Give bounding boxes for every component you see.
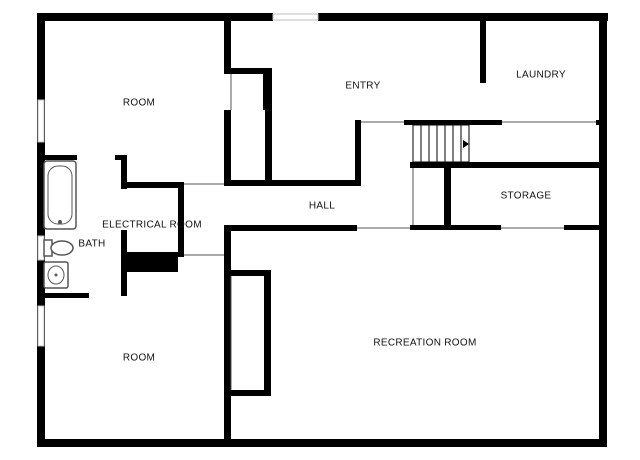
label-electrical-room: ELECTRICAL ROOM [102,219,202,231]
label-room-lower: ROOM [122,352,156,364]
sink-icon [43,261,69,289]
label-entry: ENTRY [345,80,381,92]
label-recreation-room: RECREATION ROOM [373,337,477,349]
label-bath: BATH [78,238,106,250]
windows [37,13,319,347]
label-storage: STORAGE [500,190,552,202]
interior-walls [37,13,607,447]
staircase [412,124,470,163]
toilet-icon [43,239,74,257]
label-hall: HALL [308,200,336,212]
label-room-upper: ROOM [122,97,156,109]
bathtub-icon [43,160,77,230]
doorways [184,74,596,390]
label-laundry: LAUNDRY [516,69,566,81]
